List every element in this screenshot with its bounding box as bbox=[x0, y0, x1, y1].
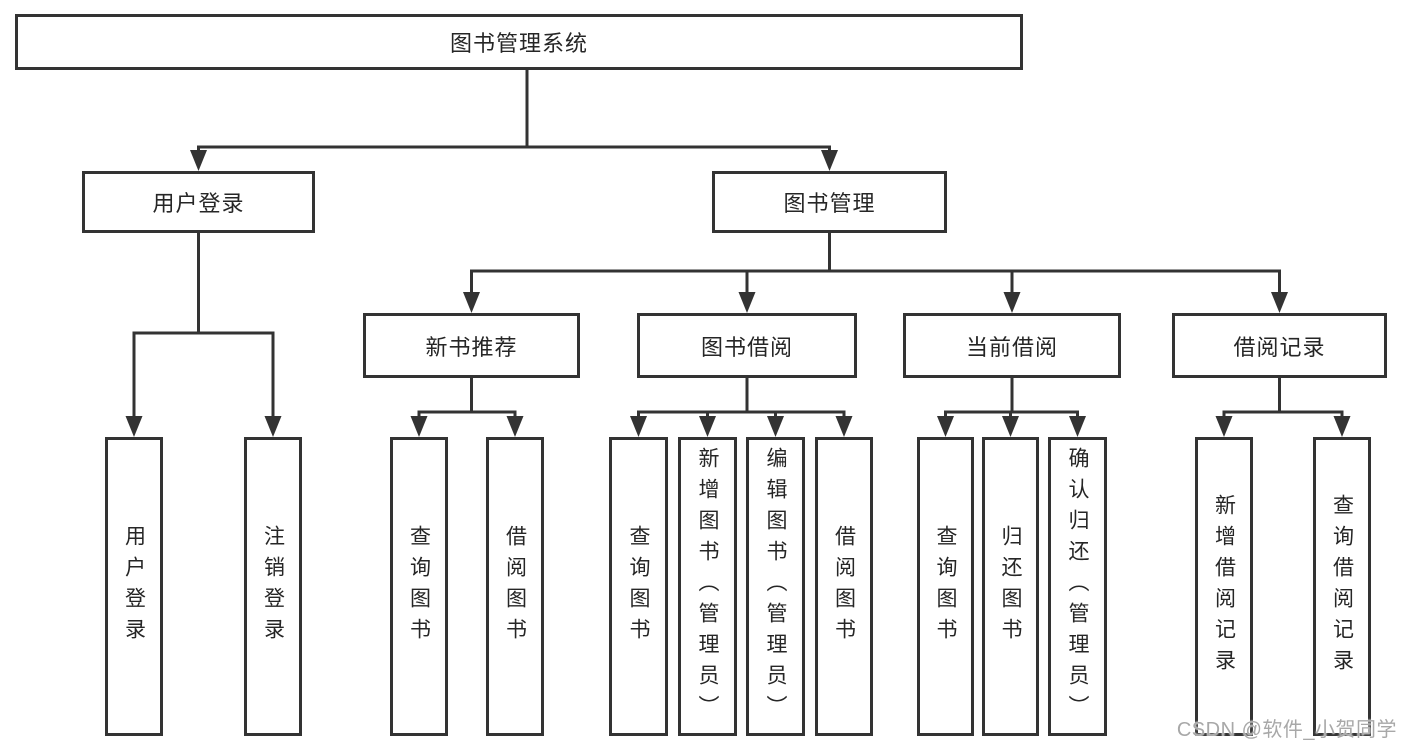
leaf-borrow-books-borrowing: 借阅图书 bbox=[815, 437, 873, 736]
watermark: CSDN @软件_小贺同学 bbox=[1176, 719, 1397, 741]
node-book-borrowing: 图书借阅 bbox=[637, 313, 857, 378]
leaf-add-book-admin: 新增图书（管理员） bbox=[678, 437, 737, 736]
leaf-query-books-current: 查询图书 bbox=[917, 437, 974, 736]
leaf-logout: 注销登录 bbox=[244, 437, 302, 736]
leaf-borrow-books-borrowing-label: 借阅图书 bbox=[832, 524, 856, 649]
leaf-add-borrow-record: 新增借阅记录 bbox=[1195, 437, 1253, 736]
leaf-query-books-borrowing: 查询图书 bbox=[609, 437, 668, 736]
node-book-management: 图书管理 bbox=[712, 171, 947, 233]
leaf-return-books-label: 归还图书 bbox=[999, 524, 1022, 649]
leaf-confirm-return-admin: 确认归还（管理员） bbox=[1048, 437, 1107, 736]
leaf-query-books-current-label: 查询图书 bbox=[934, 524, 957, 649]
leaf-query-books-borrowing-label: 查询图书 bbox=[627, 524, 650, 649]
node-borrowing-records: 借阅记录 bbox=[1172, 313, 1387, 378]
leaf-query-borrow-record-label: 查询借阅记录 bbox=[1330, 493, 1354, 680]
leaf-edit-book-admin-label: 编辑图书（管理员） bbox=[764, 447, 787, 726]
node-library-management-system: 图书管理系统 bbox=[15, 14, 1023, 70]
leaf-return-books: 归还图书 bbox=[982, 437, 1039, 736]
leaf-user-login-label: 用户登录 bbox=[122, 524, 146, 649]
leaf-borrow-books-recommend: 借阅图书 bbox=[486, 437, 544, 736]
leaf-query-books-recommend: 查询图书 bbox=[390, 437, 448, 736]
leaf-edit-book-admin: 编辑图书（管理员） bbox=[746, 437, 805, 736]
leaf-user-login: 用户登录 bbox=[105, 437, 163, 736]
leaf-logout-label: 注销登录 bbox=[261, 524, 285, 649]
leaf-borrow-books-recommend-label: 借阅图书 bbox=[503, 524, 527, 649]
leaf-confirm-return-admin-label: 确认归还（管理员） bbox=[1066, 447, 1089, 726]
node-user-login: 用户登录 bbox=[82, 171, 315, 233]
node-current-borrowing: 当前借阅 bbox=[903, 313, 1121, 378]
leaf-query-books-recommend-label: 查询图书 bbox=[407, 524, 431, 649]
node-new-book-recommendation: 新书推荐 bbox=[363, 313, 580, 378]
leaf-query-borrow-record: 查询借阅记录 bbox=[1313, 437, 1371, 736]
leaf-add-book-admin-label: 新增图书（管理员） bbox=[696, 447, 719, 726]
leaf-add-borrow-record-label: 新增借阅记录 bbox=[1212, 493, 1236, 680]
